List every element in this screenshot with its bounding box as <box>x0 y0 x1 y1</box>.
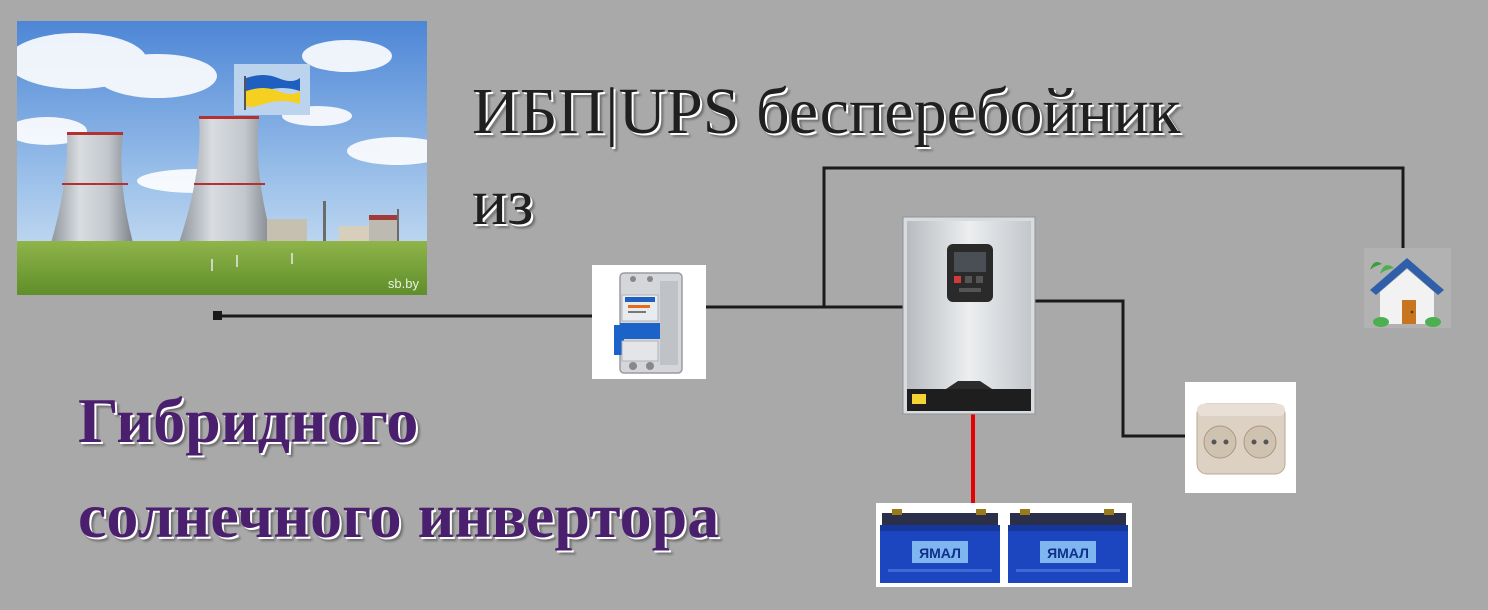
power-socket-icon <box>1185 382 1296 493</box>
cooling-tower-right <box>179 117 273 243</box>
title-line-2: из <box>472 166 534 240</box>
cooling-tower-left <box>51 133 133 243</box>
grid-input-terminal <box>213 311 222 320</box>
battery-icon: ЯМАЛ <box>878 507 1002 585</box>
output-wire-to-socket <box>1034 299 1187 438</box>
ukraine-flag-icon <box>234 64 310 115</box>
nuclear-plant-photo: sb.by <box>17 21 427 295</box>
title-line-1: ИБП|UPS бесперебойник <box>472 75 1181 148</box>
subtitle-line-2: солнечного инвертора <box>78 479 720 551</box>
battery-bank: ЯМАЛ ЯМАЛ <box>876 503 1132 587</box>
subtitle-line-1: Гибридного <box>78 385 419 456</box>
page-subtitle: Гибридного солнечного инвертора <box>78 374 719 563</box>
inverter-icon <box>902 216 1036 415</box>
circuit-breaker-icon <box>592 265 706 379</box>
photo-watermark: sb.by <box>387 276 419 291</box>
bypass-wire-to-house <box>822 166 1405 307</box>
battery-label: ЯМАЛ <box>1047 545 1089 561</box>
house-icon <box>1364 248 1451 328</box>
battery-icon: ЯМАЛ <box>1006 507 1130 585</box>
page-title: ИБП|UPS бесперебойник из <box>472 66 1180 248</box>
battery-label: ЯМАЛ <box>919 545 961 561</box>
